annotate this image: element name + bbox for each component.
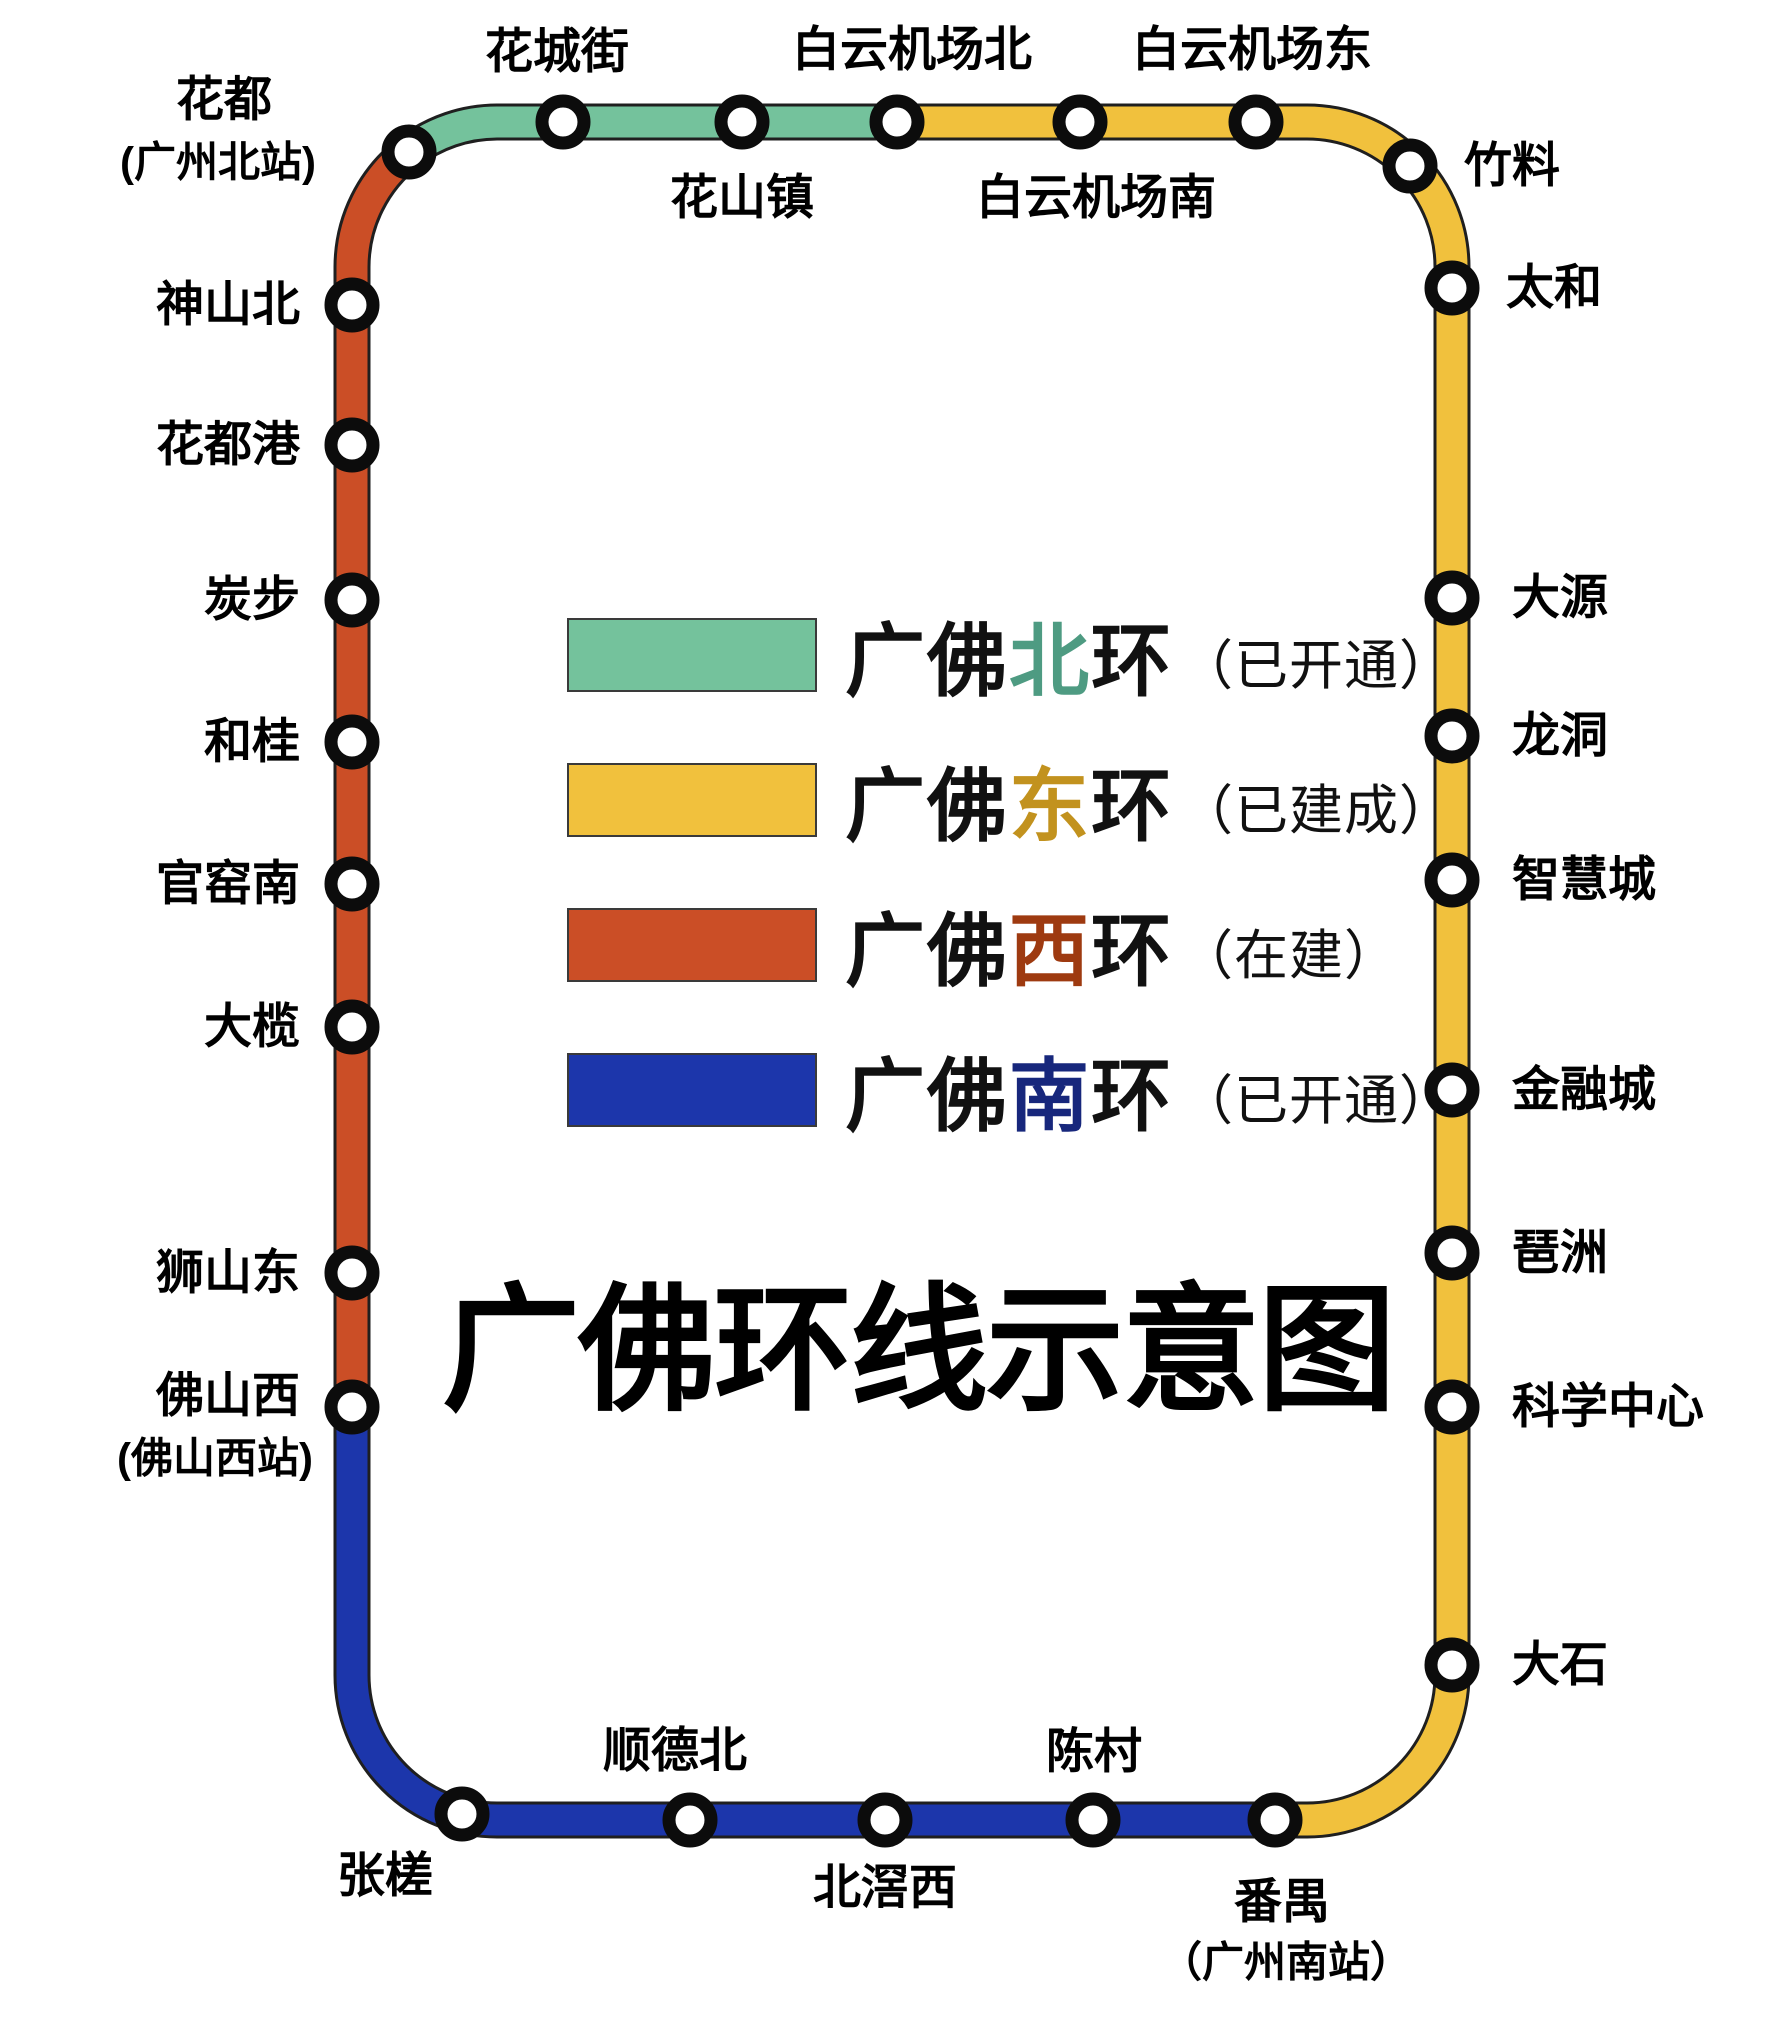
station-label: 白云机场东: [1132, 24, 1372, 77]
station-dot: [1424, 260, 1480, 316]
legend-item-east-ring: 广佛东环 （已建成）: [567, 763, 1454, 852]
legend-name-colored-char: 西: [1009, 909, 1091, 997]
legend: 广佛北环 （已开通） 广佛东环 （已建成） 广佛西环 （在建） 广佛南环 （已开…: [567, 0, 1527, 2019]
station-dot: [1424, 1225, 1480, 1281]
legend-swatch-south-ring: [567, 1053, 817, 1127]
station-dot: [535, 94, 591, 150]
legend-name-west-ring: 广佛西环: [845, 887, 1173, 1003]
station-label: 花山镇: [670, 172, 814, 225]
legend-name-suffix: 环: [1091, 909, 1173, 997]
legend-status-north-ring: （已开通）: [1179, 635, 1454, 696]
station-dot: [1065, 1792, 1121, 1848]
station-label: 龙洞: [1512, 710, 1608, 763]
legend-swatch-east-ring: [567, 763, 817, 837]
station-label: 顺德北: [603, 1725, 747, 1778]
station-label: 金融城: [1511, 1064, 1656, 1117]
station-label: 北滘西: [813, 1862, 957, 1915]
station-label: 白云机场北: [792, 24, 1032, 77]
station-label: 竹料: [1464, 140, 1560, 193]
station-dot: [324, 417, 380, 473]
station-label: 番禺: [1234, 1876, 1330, 1929]
legend-name-suffix: 环: [1091, 764, 1173, 852]
station-label: 花城街: [485, 26, 629, 79]
station-label: 和桂: [204, 716, 300, 769]
legend-name-colored-char: 南: [1009, 1054, 1091, 1142]
station-dot: [324, 856, 380, 912]
legend-status-south-ring: （已开通）: [1179, 1070, 1454, 1131]
station-sublabel: (佛山西站): [117, 1435, 313, 1482]
station-label: 大石: [1512, 1639, 1608, 1692]
station-label: 太和: [1506, 262, 1602, 315]
station-dot: [1424, 1062, 1480, 1118]
station-label: 佛山西: [155, 1370, 300, 1423]
legend-name-south-ring: 广佛南环: [845, 1032, 1173, 1148]
station-dot: [324, 1245, 380, 1301]
legend-item-north-ring: 广佛北环 （已开通）: [567, 618, 1454, 707]
station-dot: [324, 1379, 380, 1435]
legend-name-suffix: 环: [1091, 1054, 1173, 1142]
station-dot: [324, 999, 380, 1055]
station-dot: [1382, 138, 1438, 194]
legend-name-prefix: 广佛: [845, 1054, 1009, 1142]
station-dot: [1424, 852, 1480, 908]
station-label: 神山北: [156, 279, 300, 332]
legend-status-east-ring: （已建成）: [1179, 780, 1454, 841]
legend-name-prefix: 广佛: [845, 764, 1009, 852]
legend-swatch-north-ring: [567, 618, 817, 692]
station-label: 狮山东: [156, 1247, 300, 1300]
station-dot: [1228, 94, 1284, 150]
station-dot: [1424, 570, 1480, 626]
station-label: 张槎: [337, 1850, 433, 1903]
station-label: 琶洲: [1512, 1227, 1608, 1280]
station-label: 花都港: [156, 419, 301, 472]
station-dot: [324, 277, 380, 333]
station-dot: [714, 94, 770, 150]
station-label: 大源: [1512, 572, 1608, 625]
station-dot: [857, 1792, 913, 1848]
station-dot: [381, 124, 437, 180]
legend-name-east-ring: 广佛东环: [845, 742, 1173, 858]
line-west-ring: [336, 139, 419, 1407]
station-label: 科学中心: [1512, 1381, 1704, 1434]
station-dot: [1247, 1792, 1303, 1848]
legend-name-prefix: 广佛: [845, 619, 1009, 707]
station-dot: [662, 1792, 718, 1848]
station-dot: [1424, 1379, 1480, 1435]
station-label: 陈村: [1046, 1726, 1142, 1779]
station-sublabel: （广州南站）: [1160, 1939, 1412, 1986]
station-label: 白云机场南: [976, 172, 1216, 225]
station-dot: [1424, 708, 1480, 764]
station-dot: [1424, 1637, 1480, 1693]
legend-name-colored-char: 东: [1009, 764, 1091, 852]
legend-name-suffix: 环: [1091, 619, 1173, 707]
legend-swatch-west-ring: [567, 908, 817, 982]
station-label: 大榄: [204, 1001, 300, 1054]
station-dot: [869, 94, 925, 150]
legend-status-west-ring: （在建）: [1179, 925, 1399, 986]
station-dot: [324, 572, 380, 628]
station-label: 炭步: [204, 574, 300, 627]
station-dot: [434, 1786, 490, 1842]
legend-item-south-ring: 广佛南环 （已开通）: [567, 1053, 1454, 1142]
legend-name-prefix: 广佛: [845, 909, 1009, 997]
station-label: 官窑南: [156, 858, 300, 911]
map-title: 广佛环线示意图: [441, 1275, 1396, 1428]
station-label: 花都: [176, 74, 272, 127]
legend-name-colored-char: 北: [1009, 619, 1091, 707]
station-dot: [1052, 94, 1108, 150]
line-east-ring: [897, 106, 1468, 1836]
legend-item-west-ring: 广佛西环 （在建）: [567, 908, 1399, 997]
legend-name-north-ring: 广佛北环: [845, 597, 1173, 713]
station-label: 智慧城: [1512, 854, 1656, 907]
station-dot: [324, 714, 380, 770]
station-sublabel: (广州北站): [120, 139, 316, 186]
